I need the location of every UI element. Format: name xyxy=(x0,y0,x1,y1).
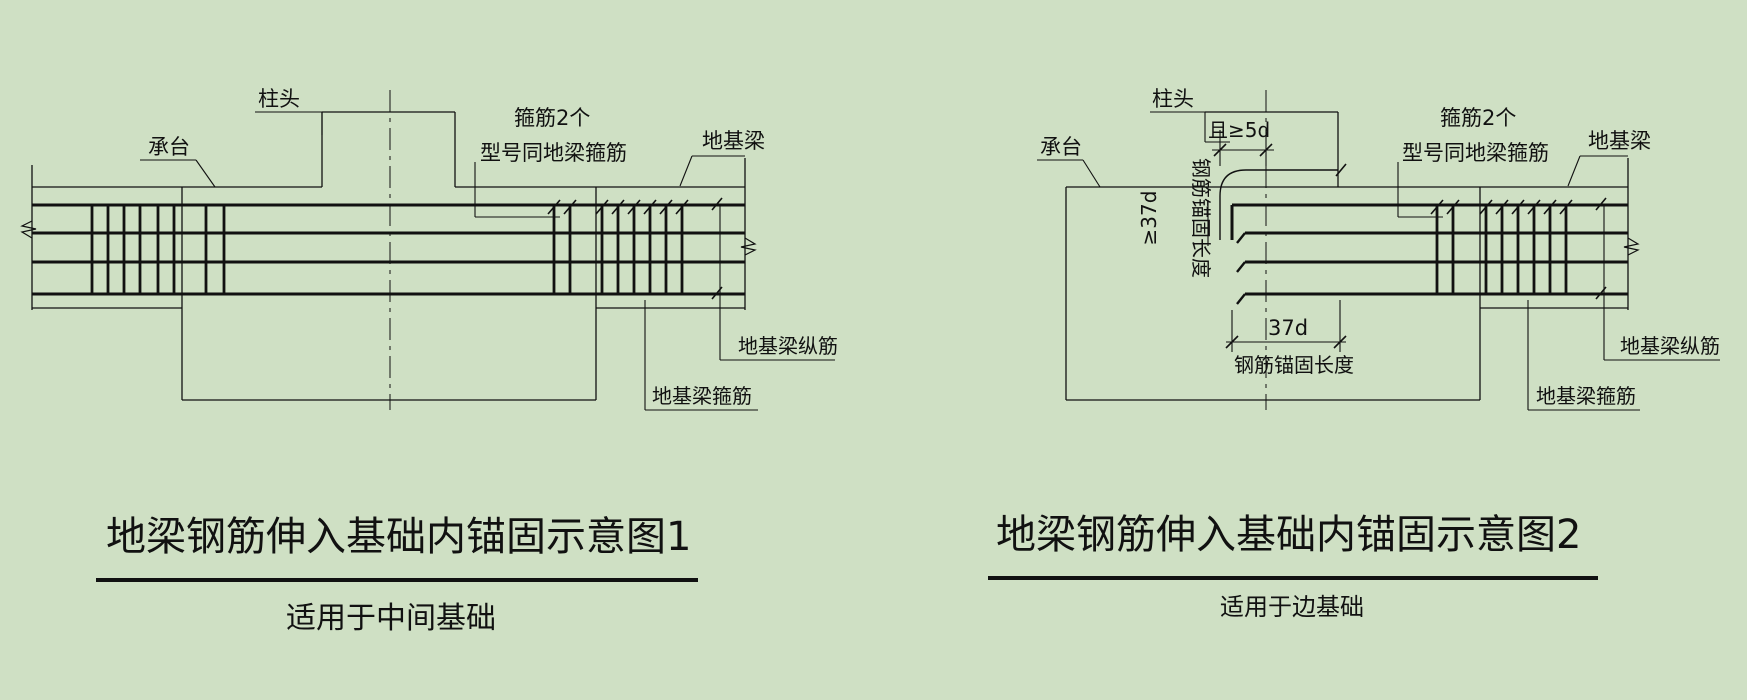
diagram-2-label-37d-min: ≥37d xyxy=(1137,191,1161,246)
diagram-2-label-long-bar: 地基梁纵筋 xyxy=(1620,334,1720,358)
diagram-2-label-stirrup-type: 型号同地梁箍筋 xyxy=(1402,141,1549,165)
diagram-1-label-pile-cap: 承台 xyxy=(148,135,190,159)
diagram-1-leaders xyxy=(140,111,835,411)
diagram-2-subtitle: 适用于边基础 xyxy=(1220,593,1364,621)
diagram-1-beam-outline xyxy=(20,158,757,310)
diagram-2-title: 地梁钢筋伸入基础内锚固示意图2 xyxy=(996,512,1581,558)
diagram-2-leaders xyxy=(1037,111,1720,411)
diagram-1-label-long-bar: 地基梁纵筋 xyxy=(738,334,838,358)
diagram-2-pile-cap xyxy=(1065,186,1481,401)
diagram-1-longitudinal-bars xyxy=(32,203,745,296)
diagram-1-subtitle: 适用于中间基础 xyxy=(286,601,496,636)
diagram-1 xyxy=(20,90,835,582)
diagram-2-label-anchor-length: 钢筋锚固长度 xyxy=(1234,353,1354,377)
diagram-2-label-pile-cap: 承台 xyxy=(1040,135,1082,159)
diagram-2-label-column-head: 柱头 xyxy=(1152,87,1194,111)
diagram-2 xyxy=(988,90,1720,580)
diagram-1-stirrups-left xyxy=(90,205,226,294)
diagram-1-label-stirrup-type: 型号同地梁箍筋 xyxy=(480,141,627,165)
diagram-2-label-beam-stirrup: 地基梁箍筋 xyxy=(1536,384,1636,408)
diagram-1-label-stirrup-count: 箍筋2个 xyxy=(514,106,590,130)
diagram-1-stirrups-right xyxy=(547,197,723,300)
diagram-1-title: 地梁钢筋伸入基础内锚固示意图1 xyxy=(106,514,691,560)
diagram-2-stirrups xyxy=(1335,163,1607,300)
diagram-1-label-ground-beam: 地基梁 xyxy=(702,129,765,153)
diagram-1-label-beam-stirrup: 地基梁箍筋 xyxy=(652,384,752,408)
diagram-1-column-head xyxy=(321,111,456,187)
diagram-2-label-37d: 37d xyxy=(1268,316,1308,340)
diagram-2-label-stirrup-count: 箍筋2个 xyxy=(1440,106,1516,130)
diagram-2-label-anchor-vertical: 钢筋锚固长度 xyxy=(1189,158,1213,278)
diagram-1-label-column-head: 柱头 xyxy=(258,87,300,111)
diagram-2-label-min-5d: 且≥5d xyxy=(1208,118,1270,142)
diagram-2-label-ground-beam: 地基梁 xyxy=(1588,129,1651,153)
diagram-2-dimensions xyxy=(1207,130,1347,352)
